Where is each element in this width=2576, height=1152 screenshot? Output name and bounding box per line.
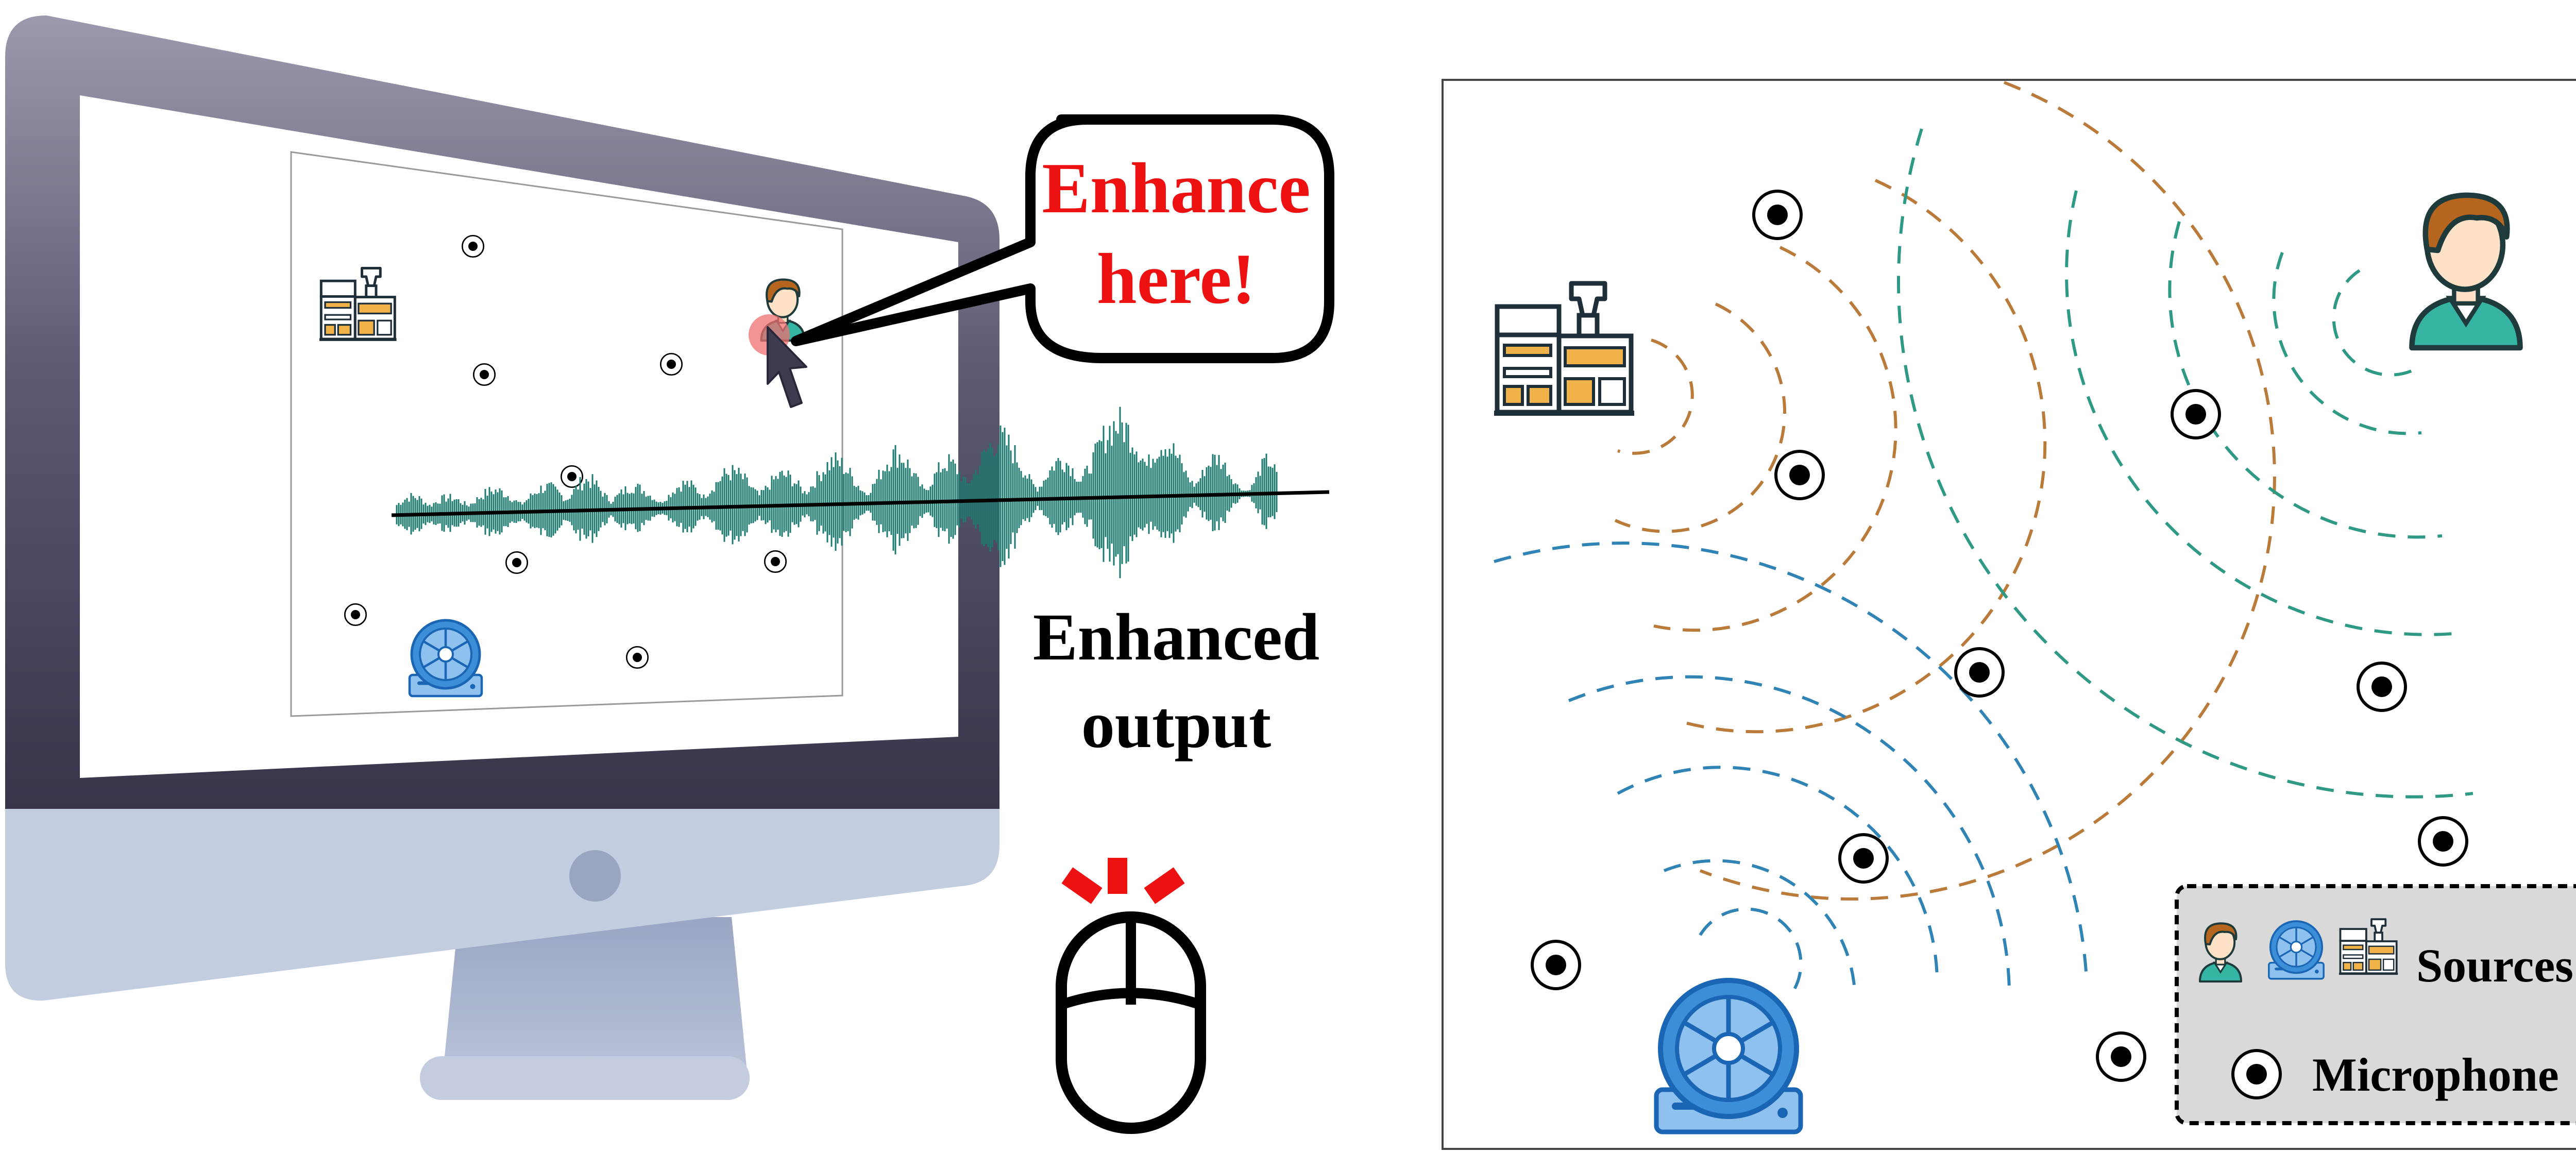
screen-microphone-marker [344,603,367,626]
microphone-marker [1776,451,1823,499]
power-button[interactable] [569,850,621,902]
sound-waves-factory [1614,81,2276,901]
screen-microphone-marker [659,352,683,376]
cursor-arrow-icon [767,326,807,408]
screen-microphone-marker [505,551,529,574]
waveform-baseline [391,490,1330,517]
screen-microphone-marker [625,646,649,669]
microphone-marker [2172,391,2219,438]
enhanced-output-label: Enhanced output [1033,600,1319,762]
microphone-marker [1532,941,1580,989]
microphone-marker [2419,818,2467,865]
speech-bubble-line2: here! [1097,239,1256,319]
screen-microphone-marker [472,363,496,386]
monitor-chin [5,804,999,1001]
microphone-marker [1754,191,1801,239]
sound-waves-person [1897,128,2473,799]
monitor-screen [80,95,958,778]
screen-room-map [290,151,843,717]
output-label-line1: Enhanced [1033,600,1319,674]
speech-bubble: Enhance here! [791,114,1334,363]
screen-microphone-marker [560,465,584,488]
screen-microphone-marker [764,550,787,573]
output-label-line2: output [1081,688,1271,762]
fan-icon [1656,980,1801,1132]
mouse-icon [1056,911,1206,1134]
enhanced-waveform [391,406,1330,579]
microphone-marker [2097,1033,2145,1080]
sound-waves-fan [1494,541,2088,993]
legend-fan-icon [2267,920,2325,980]
microphone-marker [2358,663,2405,710]
monitor-illustration [5,15,999,1100]
click-marks [1061,858,1185,904]
legend-sources-label: Sources [2416,939,2573,992]
monitor-stand [420,917,750,1100]
screen-microphone-marker [461,234,485,258]
legend-box: Sources Microphone [2175,884,2576,1125]
microphone-marker [1840,835,1887,882]
speech-bubble-line1: Enhance [1042,148,1310,228]
microphone-marker [1956,649,2003,696]
legend-microphone-icon [2233,1051,2280,1098]
screen-fan-icon [410,620,482,696]
legend-microphone-label: Microphone [2312,1048,2559,1101]
